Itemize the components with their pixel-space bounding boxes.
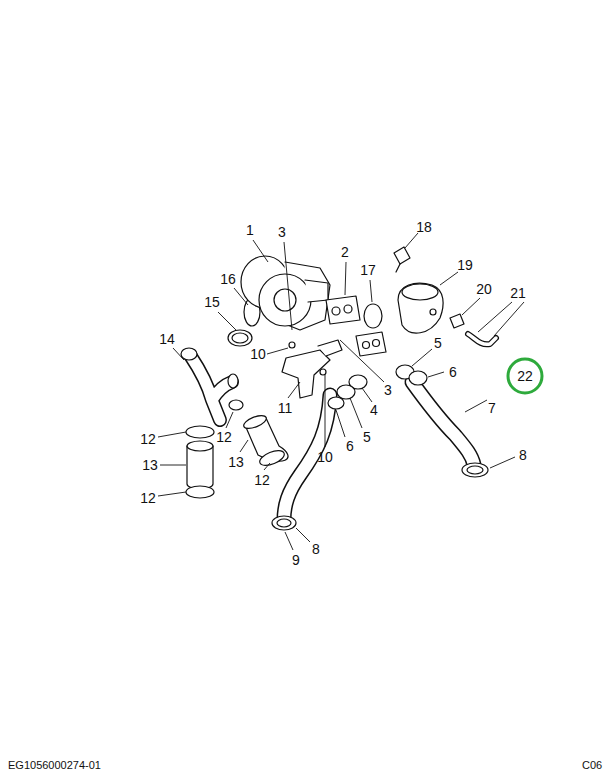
- callout-number: 4: [370, 403, 378, 417]
- callout-number: 7: [488, 401, 496, 415]
- callout-number: 15: [204, 295, 220, 309]
- callout-number: 8: [312, 542, 320, 556]
- callout-number: 5: [363, 430, 371, 444]
- callout-number: 22: [517, 369, 533, 383]
- callout-number: 12: [254, 473, 270, 487]
- callout-number: 14: [159, 332, 175, 346]
- callout-number: 12: [140, 432, 156, 446]
- drawing-code: EG1056000274-01: [8, 760, 101, 771]
- callout-number: 6: [449, 365, 457, 379]
- callout-number: 1: [246, 223, 254, 237]
- callout-number: 8: [519, 448, 527, 462]
- callout-number: 5: [434, 336, 442, 350]
- callout-number: 6: [346, 439, 354, 453]
- callout-number: 9: [292, 553, 300, 567]
- callout-number: 10: [317, 450, 333, 464]
- callout-number: 12: [140, 491, 156, 505]
- callout-number: 20: [476, 282, 492, 296]
- callout-number: 13: [228, 455, 244, 469]
- callout-number: 19: [457, 258, 473, 272]
- callout-number: 3: [384, 383, 392, 397]
- callout-number: 2: [341, 245, 349, 259]
- callout-number: 21: [510, 286, 526, 300]
- callout-number: 18: [416, 220, 432, 234]
- callout-number: 3: [278, 225, 286, 239]
- callout-number: 10: [250, 347, 266, 361]
- callout-number: 13: [142, 458, 158, 472]
- callout-number: 16: [220, 272, 236, 286]
- drawing-code: C06: [582, 760, 602, 771]
- callout-number: 17: [360, 263, 376, 277]
- callout-number: 11: [278, 401, 293, 415]
- callout-number: 12: [216, 430, 232, 444]
